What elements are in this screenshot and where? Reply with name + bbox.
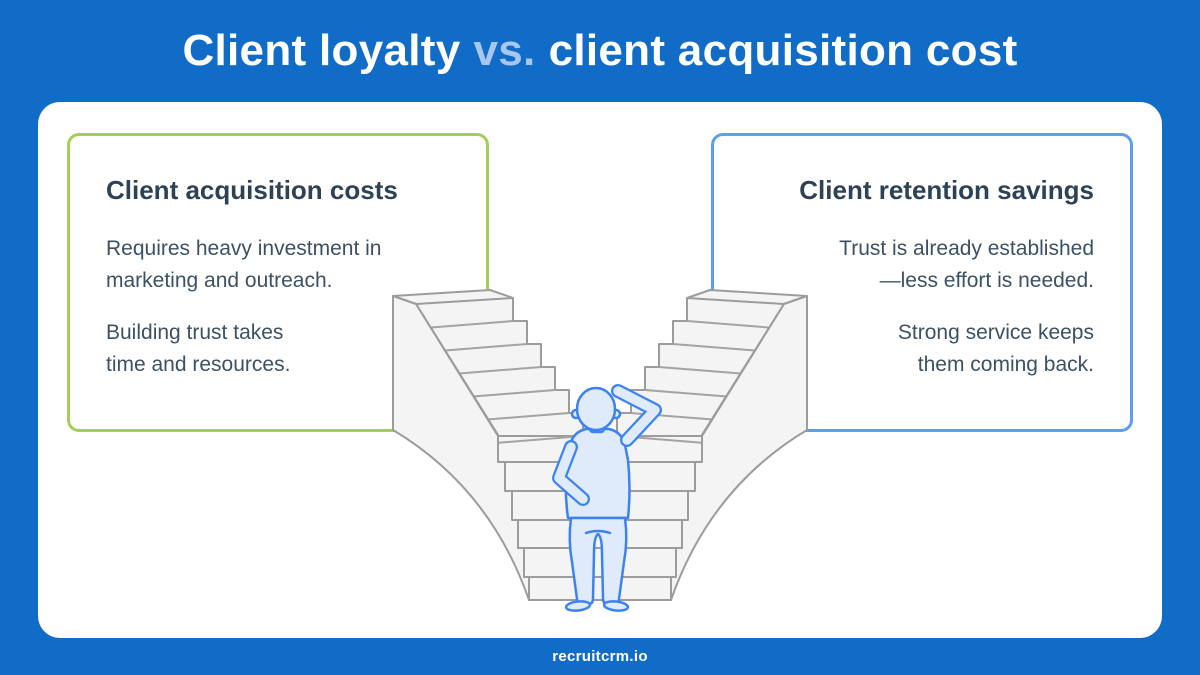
brand-footer: recruitcrm.io	[0, 648, 1200, 665]
person-left-arm	[554, 442, 588, 504]
brand-text: recruitcrm.io	[552, 648, 648, 665]
diverging-staircase-illustration	[392, 289, 808, 612]
left-stair-wall	[392, 295, 530, 601]
person-pants-seam	[584, 529, 612, 535]
retention-savings-title: Client retention savings	[799, 175, 1094, 205]
stair-tread-lines	[424, 320, 776, 444]
person-right-foot	[602, 600, 630, 612]
person-right-arm	[613, 386, 660, 445]
title-left-text: Client loyalty	[182, 26, 461, 75]
acquisition-costs-paragraph-2: Building trust takes time and resources.	[106, 320, 291, 376]
acquisition-costs-box: Client acquisition costs Requires heavy …	[67, 133, 489, 432]
retention-savings-paragraph-2: Strong service keeps them coming back.	[897, 320, 1094, 376]
title-right-text: client acquisition cost	[548, 26, 1018, 75]
acquisition-costs-paragraph-1: Requires heavy investment in marketing a…	[106, 236, 382, 292]
acquisition-costs-title: Client acquisition costs	[106, 175, 398, 205]
retention-savings-paragraph-1: Trust is already established —less effor…	[839, 236, 1094, 292]
person-left-foot	[564, 600, 592, 612]
right-stair-wall	[670, 295, 808, 601]
person-head	[575, 386, 617, 432]
title-vs-text: vs.	[473, 26, 536, 75]
stair-plateau-lines	[415, 297, 785, 305]
person-illustration	[552, 384, 662, 612]
